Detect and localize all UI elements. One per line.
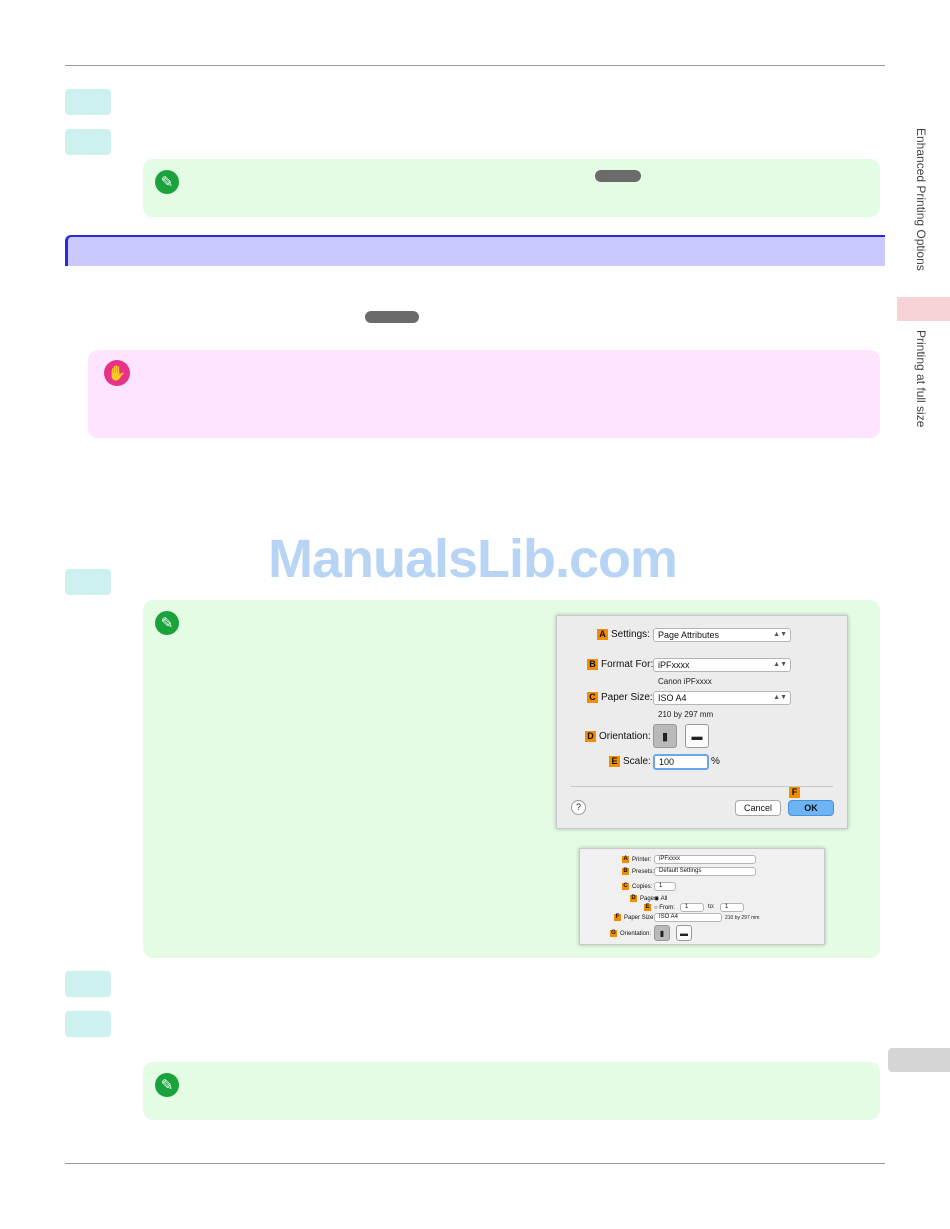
header-rule [65,65,885,66]
page-range-radio[interactable]: E○ From: [644,904,675,912]
side-nav-section[interactable]: Enhanced Printing Options [914,128,928,271]
footer-rule [65,1163,885,1164]
to-page-input[interactable]: 1 [720,903,744,912]
scale-unit: % [711,756,720,767]
step-number-box [65,1011,111,1037]
cancel-button[interactable]: Cancel [735,800,781,816]
from-page-input[interactable]: 1 [680,903,704,912]
portrait-orientation-icon[interactable]: ▮ [653,724,677,748]
paper-dimensions-text: 210 by 297 mm [725,915,760,921]
watermark: ManualsLib.com [268,529,678,589]
pencil-note-icon: ✎ [155,611,179,635]
step-number-box [65,569,111,595]
pencil-note-icon: ✎ [155,170,179,194]
reference-link-pill[interactable] [365,311,419,323]
copies-input[interactable]: 1 [654,882,676,891]
printer-model-text: Canon iPFxxxx [658,677,712,686]
pages-all-radio[interactable]: ◉ All [654,896,668,902]
side-nav-subsection[interactable]: Printing at full size [914,330,928,428]
step-number-box [65,129,111,155]
side-nav-active-tab [897,297,950,321]
printer-select[interactable]: iPFxxxx [654,855,756,864]
to-label: to: [708,904,715,910]
presets-select[interactable]: Default Settings [654,867,756,876]
landscape-orientation-icon[interactable]: ▬ [676,925,692,941]
important-box [88,350,880,438]
paper-dimensions-text: 210 by 297 mm [658,710,714,719]
landscape-orientation-icon[interactable]: ▬ [685,724,709,748]
note-box [143,1062,880,1120]
hand-stop-icon: ✋ [104,360,130,386]
paper-size-select[interactable]: ISO A4 [654,913,722,922]
format-for-select[interactable]: iPFxxxx▲▼ [653,658,791,672]
scale-input[interactable]: 100 [653,754,709,770]
reference-link-pill[interactable] [595,170,641,182]
note-box [143,159,880,217]
side-nav-chapter-tab[interactable] [888,1048,950,1072]
settings-select[interactable]: Page Attributes▲▼ [653,628,791,642]
help-icon[interactable]: ? [571,800,586,815]
portrait-orientation-icon[interactable]: ▮ [654,925,670,941]
step-number-box [65,971,111,997]
step-number-box [65,89,111,115]
ok-button[interactable]: OK [788,800,834,816]
paper-size-select[interactable]: ISO A4▲▼ [653,691,791,705]
dialog-divider [571,786,833,787]
ok-badge: F [789,787,800,798]
pencil-note-icon: ✎ [155,1073,179,1097]
section-heading-bar [65,235,885,266]
